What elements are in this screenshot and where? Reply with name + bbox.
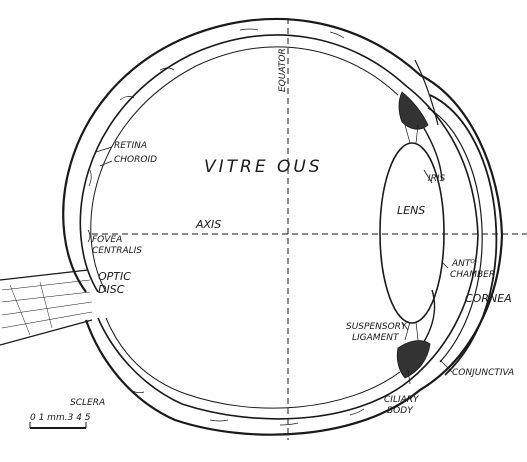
label-axis: AXIS [195, 218, 221, 231]
label-lens: LENS [397, 204, 425, 217]
cornea [430, 95, 496, 375]
label-choroid: CHOROID [114, 155, 157, 165]
label-fovea-1: FOVEA [92, 235, 122, 245]
label-conjunctiva: CONJUNCTIVA [452, 368, 514, 378]
label-retina: RETINA [114, 141, 147, 151]
label-fovea-2: CENTRALIS [92, 246, 142, 256]
lens [380, 143, 444, 323]
label-suspensory-2: LIGAMENT [352, 333, 400, 343]
label-ciliary-1: CILIARY [384, 395, 420, 405]
ciliary-body-lower [397, 341, 430, 378]
label-suspensory-1: SUSPENSORY [346, 322, 408, 332]
label-vitreous: VITRE OUS [204, 157, 323, 177]
label-sclera: SCLERA [70, 398, 105, 408]
suspensory-ligament [405, 125, 418, 340]
label-ant-1: ANTᴼ [451, 259, 475, 269]
label-optic-2: DISC [98, 283, 125, 296]
label-ciliary-2: BODY [387, 406, 414, 416]
label-cornea: CORNEA [465, 292, 512, 305]
label-iris: IRIS [428, 174, 446, 184]
optic-nerve [0, 270, 92, 345]
label-optic-1: OPTIC [98, 270, 131, 283]
ciliary-body-upper [399, 92, 428, 129]
label-equator: EQUATOR [278, 48, 288, 92]
label-ant-2: CHAMBER [450, 270, 495, 280]
label-scale: 0 1 mm.3 4 5 [30, 413, 91, 423]
